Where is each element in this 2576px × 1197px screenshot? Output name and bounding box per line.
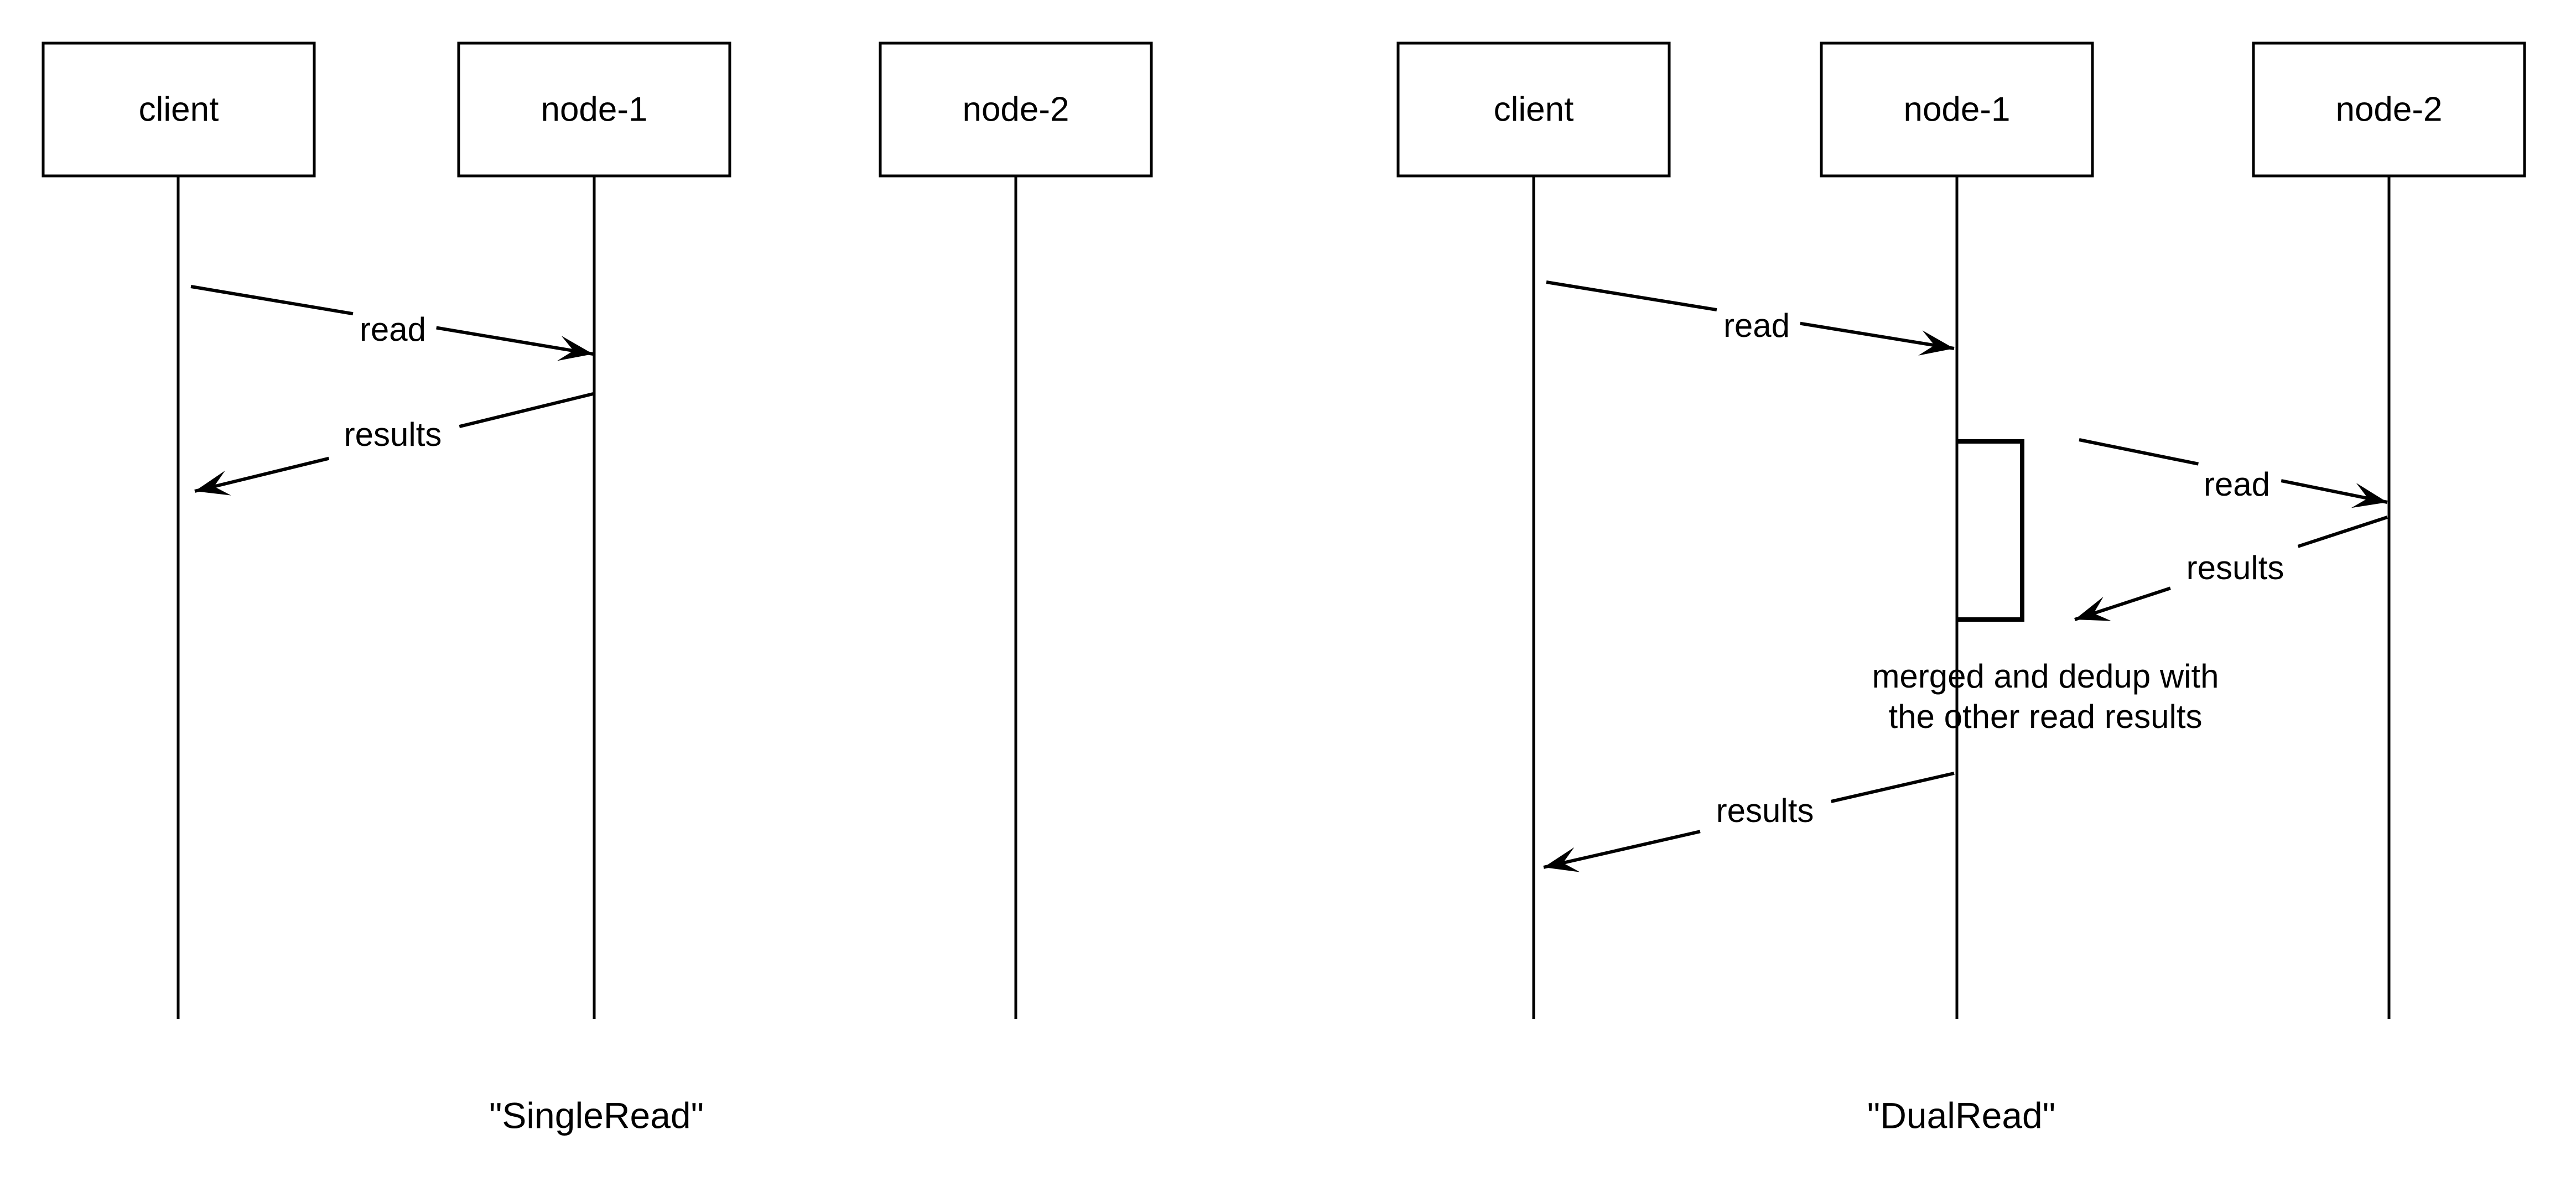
message-line-segment [436,326,594,356]
participant-node-1[interactable]: node-1 [457,41,731,178]
message-label: results [344,416,442,453]
note-line: the other read results [1889,698,2203,735]
diagram-single-read: read results client node-1 node-2 "SingleRead… [41,41,1153,1136]
message-label: read [2204,466,2270,503]
participant-box-node-1 [1820,41,2094,178]
diagrams-root: read results client node-1 node-2 "SingleRead… [41,41,2526,1136]
message-line-segment [2297,516,2388,548]
note-line: merged and dedup with [1872,658,2219,695]
arrow-head [1544,847,1580,872]
participant-label-node-1: node-1 [541,90,647,128]
participant-box-client [1396,41,1671,178]
message-line-segment [1543,830,1701,869]
message-label: results [2187,549,2284,586]
participant-node-1[interactable]: node-1 [1820,41,2094,178]
diagram-caption-single-read: "SingleRead" [489,1095,704,1136]
arrow-head [557,336,593,361]
arrow-head [2075,596,2112,621]
participant-label-node-1: node-1 [1903,90,2010,128]
message-line-segment [1831,772,1955,803]
message-line-segment [194,456,330,493]
diagram-caption-dual-read: "DualRead" [1867,1095,2055,1136]
arrow-head [2351,483,2387,508]
participant-label-client: client [139,90,219,128]
message-line-segment [2079,438,2199,466]
message-read-0[interactable]: read [1546,280,1955,356]
message-read-0[interactable]: read [190,285,594,361]
arrow-head [1918,330,1954,356]
activation-bracket-node-1 [1957,439,2024,622]
message-line-segment [1546,280,1717,312]
participant-label-client: client [1494,90,1574,128]
message-results-1[interactable]: results [194,392,594,496]
participant-label-node-2: node-2 [962,90,1069,128]
participant-label-node-2: node-2 [2335,90,2442,128]
message-label: read [1723,307,1790,344]
participant-box-node-2 [2252,41,2526,178]
message-label: results [1716,792,1814,829]
participant-node-2[interactable]: node-2 [879,41,1153,178]
message-line-segment [190,285,354,316]
message-line-segment [1800,321,1955,350]
message-results-2[interactable]: results [2074,516,2388,621]
participant-box-node-2 [879,41,1153,178]
participant-box-node-1 [457,41,731,178]
participant-client[interactable]: client [41,41,316,178]
message-line-segment [459,392,594,429]
participant-node-2[interactable]: node-2 [2252,41,2526,178]
message-label: read [360,311,426,348]
participant-client[interactable]: client [1396,41,1671,178]
message-read-1[interactable]: read [2079,438,2388,508]
message-results-3[interactable]: results [1543,772,1955,872]
participant-box-client [41,41,316,178]
diagram-dual-read: read read results results client node-1 node-2… [1396,41,2526,1136]
arrow-head [195,470,231,496]
